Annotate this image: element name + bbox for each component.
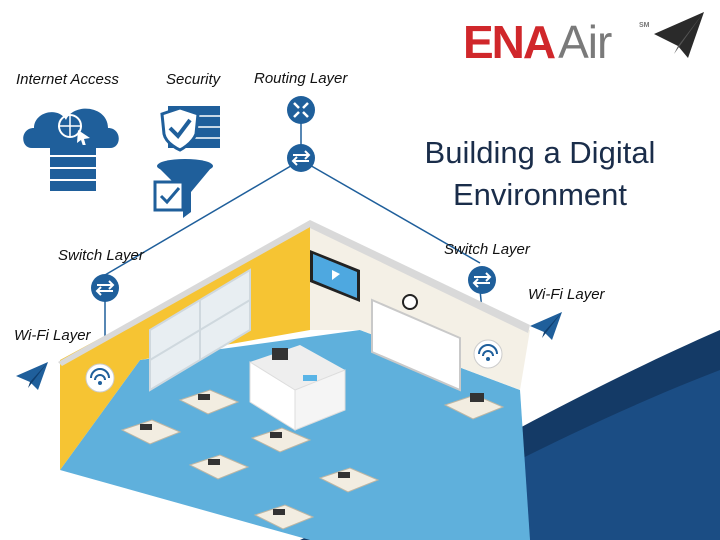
label-security: Security [166,71,221,88]
ena-air-logo: ENA Air SM [463,16,650,68]
teacher-desk [249,345,346,431]
label-wifi-layer-right: Wi-Fi Layer [528,286,605,303]
label-routing-layer: Routing Layer [254,70,348,87]
whiteboard [371,298,461,392]
paper-plane-left-icon [16,362,48,390]
title-line-2: Environment [452,177,628,212]
cloud-globe-icon [23,108,119,148]
firewall-icon [160,106,220,152]
logo-ena-text: ENA [463,16,556,68]
logo-plane-icon [654,12,704,58]
student-desks [120,389,505,530]
label-switch-layer-right: Switch Layer [444,241,530,258]
title-line-1: Building a Digital [424,135,656,170]
switch-left-icon [91,274,119,302]
switch-icon [287,144,315,172]
wifi-access-point-right-icon [473,339,503,369]
logo-air-text: Air [558,16,612,68]
label-internet-access: Internet Access [16,71,119,88]
tv-screen [310,250,360,302]
logo-service-mark: SM [639,22,650,29]
paper-plane-right-icon [530,312,562,340]
slide-title: Building a Digital Environment [400,132,680,216]
label-wifi-layer-left: Wi-Fi Layer [14,327,91,344]
switch-right-icon [468,266,496,294]
server-icon [50,145,96,191]
router-icon [287,96,315,124]
label-switch-layer-left: Switch Layer [58,247,144,264]
student-devices [140,393,484,515]
wifi-access-point-left-icon [85,363,115,393]
window [149,268,251,392]
filter-icon [153,159,213,218]
